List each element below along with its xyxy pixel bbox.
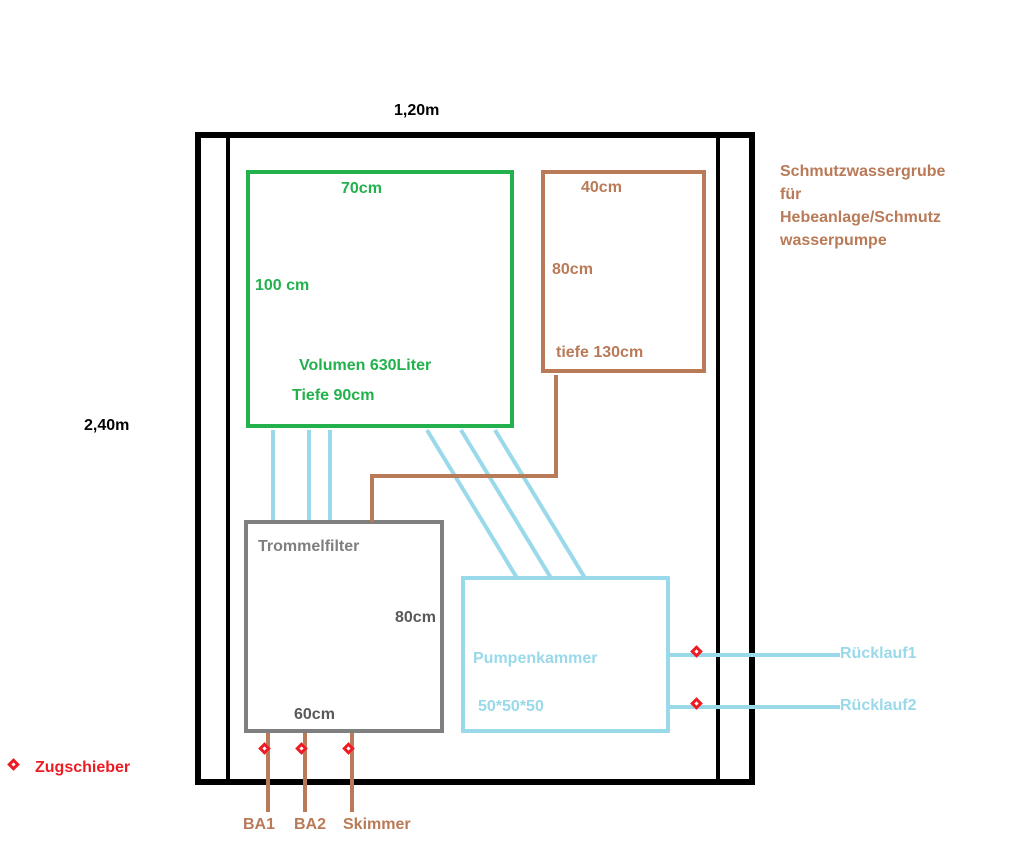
waste-pit-height-label: 80cm — [552, 261, 593, 278]
pipe-pit-down — [554, 375, 558, 478]
trommelfilter-box — [244, 520, 444, 733]
pipe-tank-to-filter-3 — [328, 430, 332, 520]
waste-pit-note-line4: wasserpumpe — [780, 232, 887, 249]
pipe-pit-drop — [370, 478, 374, 522]
pipe-tank-to-filter-2 — [307, 430, 311, 520]
skimmer-pipe — [350, 733, 354, 812]
outer-wall-bottom — [195, 779, 755, 785]
pump-chamber-size-label: 50*50*50 — [478, 698, 544, 715]
return2-label: Rücklauf2 — [840, 697, 917, 714]
valve-legend-label: Zugschieber — [35, 759, 131, 776]
ba2-label: BA2 — [294, 816, 327, 833]
waste-pit-width-label: 40cm — [581, 179, 622, 196]
outer-wall-right — [749, 132, 755, 785]
width-dimension-label: 1,20m — [394, 102, 440, 119]
pipe-tank-to-filter-1 — [271, 430, 275, 520]
ba1-label: BA1 — [243, 816, 276, 833]
trommelfilter-width-label: 60cm — [294, 706, 335, 723]
ba1-pipe — [266, 733, 270, 812]
trommelfilter-height-label: 80cm — [395, 609, 436, 626]
trommelfilter-title: Trommelfilter — [258, 538, 360, 555]
valve-legend-icon — [7, 758, 20, 771]
waste-pit-box — [541, 170, 706, 373]
waste-pit-note-line3: Hebeanlage/Schmutz — [780, 209, 941, 226]
waste-pit-note: Schmutzwassergrube für Hebeanlage/Schmut… — [780, 160, 990, 252]
waste-pit-note-line1: Schmutzwassergrube — [780, 163, 946, 180]
pump-chamber-title: Pumpenkammer — [473, 650, 598, 667]
outer-wall-top — [195, 132, 755, 138]
return1-label: Rücklauf1 — [840, 645, 917, 662]
green-tank-height-label: 100 cm — [255, 277, 310, 294]
ba2-pipe — [303, 733, 307, 812]
waste-pit-depth-label: tiefe 130cm — [556, 344, 644, 361]
skimmer-label: Skimmer — [343, 816, 411, 833]
return-pipe-1 — [668, 653, 840, 657]
inner-wall-right — [716, 132, 720, 785]
height-dimension-label: 2,40m — [84, 417, 130, 434]
pipe-pit-horizontal — [370, 474, 558, 478]
return-pipe-2 — [668, 705, 840, 709]
green-tank-volume-label: Volumen 630Liter — [299, 357, 432, 374]
green-tank-depth-label: Tiefe 90cm — [292, 387, 375, 404]
green-tank-width-label: 70cm — [341, 180, 382, 197]
outer-wall-left — [195, 132, 201, 785]
inner-wall-left — [226, 132, 230, 785]
green-tank-box — [246, 170, 514, 428]
waste-pit-note-line2: für — [780, 186, 802, 203]
